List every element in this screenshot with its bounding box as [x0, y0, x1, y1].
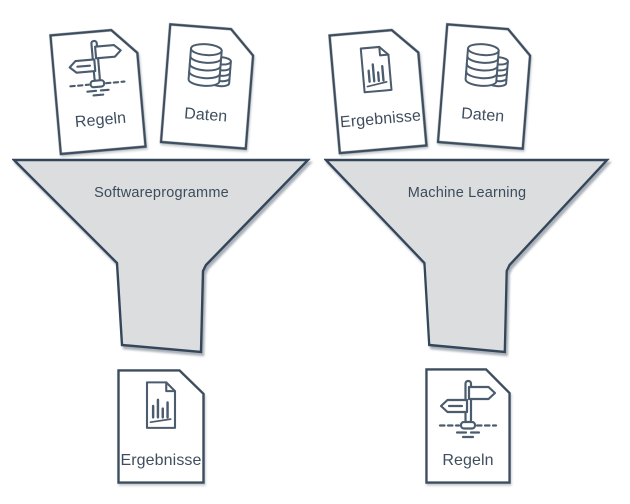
signpost-icon: [62, 33, 129, 100]
bar-chart-document-icon: [133, 375, 189, 437]
card-label: Ergebnisse: [120, 452, 202, 469]
bar-chart-document-icon: [347, 37, 406, 103]
card-label: Regeln: [442, 452, 494, 469]
input-card-daten-right: Daten: [436, 23, 533, 151]
funnel-softwareprogramme: Softwareprogramme: [12, 158, 311, 357]
output-card-regeln-right: Regeln: [425, 368, 511, 484]
database-icon: [454, 37, 518, 100]
output-card-ergebnisse-left: Ergebnisse: [117, 369, 205, 484]
funnel-machine-learning: Machine Learning: [324, 158, 610, 357]
database-icon: [177, 37, 241, 100]
input-card-daten-left: Daten: [159, 23, 256, 151]
funnel-label: Softwareprogramme: [94, 185, 229, 201]
input-card-ergebnisse-right: Ergebnisse: [328, 26, 428, 154]
signpost-icon: [436, 375, 500, 439]
input-card-regeln-left: Regeln: [49, 26, 147, 155]
funnel-label: Machine Learning: [407, 185, 527, 201]
